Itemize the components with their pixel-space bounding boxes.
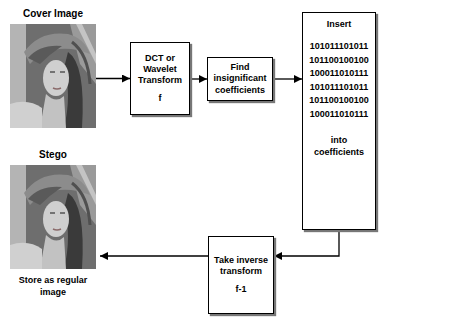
- node-label: Stego: [10, 147, 96, 163]
- node-sublabel: f: [134, 93, 186, 104]
- arrow-connector: [274, 230, 339, 256]
- node-sublabel: f-1: [212, 284, 270, 295]
- node-label: Take inverse transform: [212, 255, 270, 278]
- process-box: Insert 101011101011 101100100100 10001101…: [302, 12, 376, 230]
- node-sublabel: Store as regular image: [10, 275, 96, 298]
- arrow-connector: [190, 78, 207, 79]
- portrait-drawing: [10, 24, 96, 128]
- arrow-connector: [96, 78, 130, 79]
- node-sublabel: into coefficients: [306, 135, 372, 158]
- arrow-connector: [273, 78, 302, 79]
- arrow-connector: [100, 255, 208, 256]
- cover-photo: [10, 24, 96, 128]
- node-sublabel: 101011101011 101100100100 100011010111 1…: [306, 40, 372, 121]
- image-node: Cover Image: [10, 6, 96, 128]
- node-label: DCT or Wavelet Transform: [134, 53, 186, 87]
- stego-photo: [10, 165, 96, 269]
- portrait-drawing: [10, 165, 96, 269]
- process-box: Take inverse transform f-1: [208, 236, 274, 314]
- picture-spacer: [10, 165, 96, 269]
- picture-spacer: [10, 24, 96, 128]
- process-box: DCT or Wavelet Transform f: [130, 42, 190, 115]
- process-box: Find insignificant coefficients: [207, 57, 273, 101]
- node-label: Find insignificant coefficients: [211, 62, 269, 96]
- node-label: Insert: [306, 19, 372, 30]
- image-node: StegoStore as regular image: [10, 147, 96, 298]
- node-label: Cover Image: [10, 6, 96, 22]
